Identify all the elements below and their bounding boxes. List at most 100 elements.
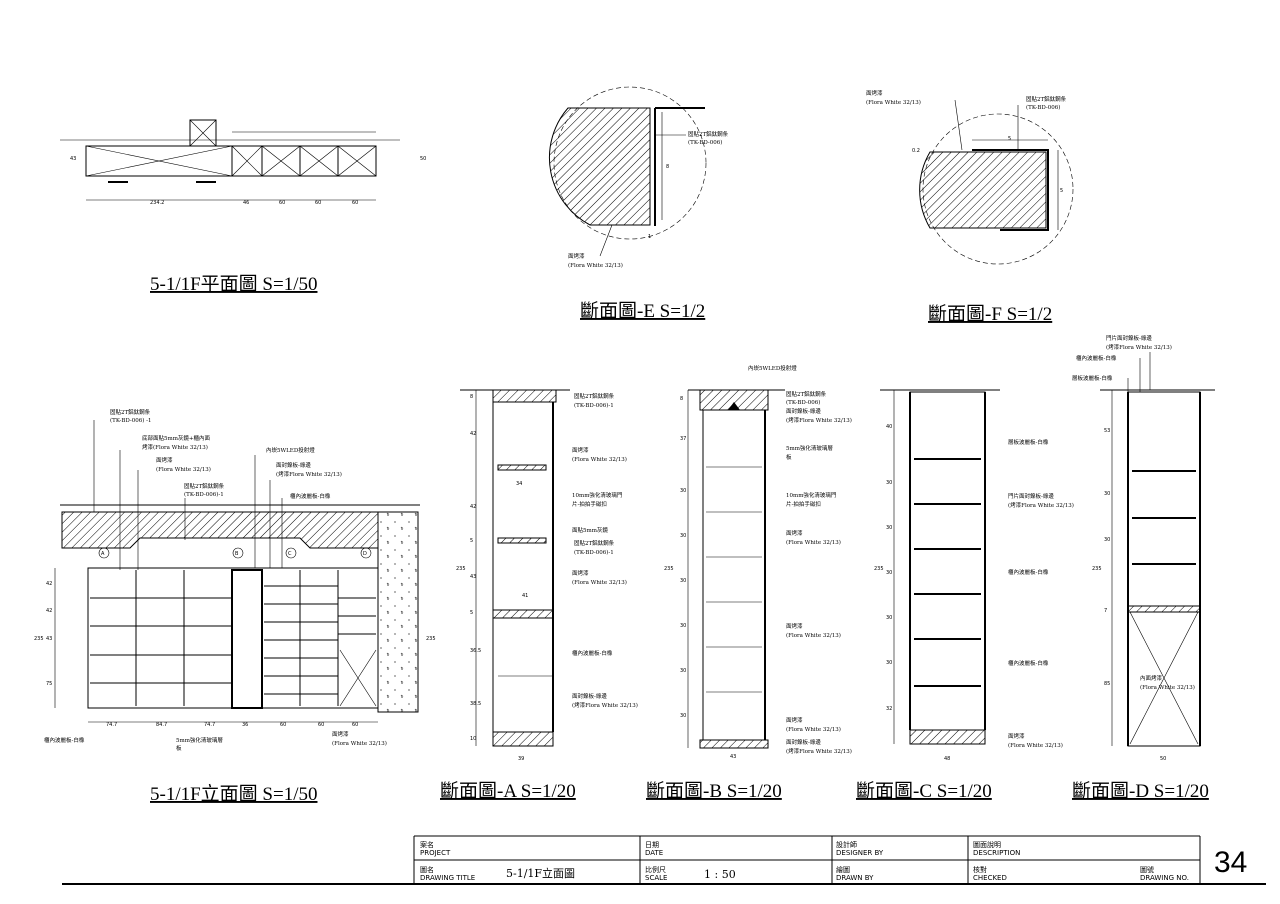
sa-dim-4: 5 — [470, 538, 473, 544]
tb-date-en: DATE — [645, 849, 663, 857]
sd-note-4: 層板波麗板-白橡 — [1072, 374, 1113, 382]
sd-dim-3: 30 — [1104, 537, 1110, 543]
sb-note-1: 內崁5WLED投射燈 — [748, 364, 797, 372]
sb-note-4: 面封鎳板-綠邊 — [786, 407, 821, 415]
sc-dim-1: 40 — [886, 424, 892, 430]
title-block: 案名 PROJECT 圖名 DRAWING TITLE 5-1/1F立面圖 日期… — [62, 835, 1266, 885]
sc-note-6: 面烤漆 — [1008, 732, 1025, 740]
elev-side-3: 43 — [46, 636, 52, 642]
sb-dim-3: 30 — [680, 488, 686, 494]
tb-title-cn: 圖名 — [420, 865, 434, 874]
sa-note-14: (烤漆Flora White 32/13) — [572, 701, 638, 709]
sb-dim-8: 30 — [680, 713, 686, 719]
section-f-dim-2: 5 — [1060, 188, 1063, 194]
sb-dim-4: 30 — [680, 533, 686, 539]
section-e-note-3: 面烤漆 — [568, 252, 585, 260]
sb-note-10: 面烤漆 — [786, 529, 803, 537]
section-e-view: 8 1 固貼2T鋁鈦鋼条 (TK-BD-006) 面烤漆 (Flora Whit… — [549, 86, 729, 322]
sc-dim-3: 30 — [886, 525, 892, 531]
elev-dim-1: 74.7 — [106, 722, 117, 728]
elev-note-17: (Flora White 32/13) — [332, 740, 387, 747]
tb-checked-en: CHECKED — [973, 874, 1007, 882]
sb-note-13: (Flora White 32/13) — [786, 632, 841, 639]
sa-note-8: 固貼2T鋁鈦鋼条 — [574, 539, 615, 547]
sa-note-10: 面烤漆 — [572, 569, 589, 577]
tb-drawn-en: DRAWN BY — [836, 874, 874, 882]
section-f-dim-1: 5 — [1008, 136, 1011, 142]
elevation-grid — [90, 570, 377, 707]
elev-note-14: 5mm強化清玻璃層 — [176, 736, 223, 744]
sa-dim-11: 34 — [516, 481, 522, 487]
sa-dim-2: 42 — [470, 431, 476, 437]
sb-note-11: (Flora White 32/13) — [786, 539, 841, 546]
elev-note-2: (TK-BD-006) -1 — [110, 417, 152, 424]
sa-note-9: (TK-BD-006)-1 — [574, 549, 614, 556]
sd-dim-7: 50 — [1160, 756, 1166, 762]
sa-dim-8: 38.5 — [470, 701, 481, 707]
section-e-note-4: (Flora White 32/13) — [568, 262, 623, 269]
plan-dim-5: 60 — [352, 200, 358, 206]
tb-description-en: DESCRIPTION — [973, 849, 1020, 857]
sb-note-5: (烤漆Flora White 32/13) — [786, 416, 852, 424]
tb-checked-cn: 核對 — [973, 865, 987, 874]
sd-dim-5: 85 — [1104, 681, 1110, 687]
sb-dim-6: 30 — [680, 623, 686, 629]
tb-date-cn: 日期 — [645, 841, 659, 849]
section-e-note-2: (TK-BD-006) — [688, 139, 722, 146]
section-e-note-1: 固貼2T鋁鈦鋼条 — [688, 130, 729, 138]
elev-note-10: 面封鎳板-綠邊 — [276, 461, 311, 469]
section-f-note-2: (Flora White 32/13) — [866, 99, 921, 106]
tb-drawn-cn: 繪圖 — [836, 865, 850, 874]
sa-dim-1: 8 — [470, 394, 473, 400]
sc-dim-4: 30 — [886, 570, 892, 576]
elev-note-11: (烤漆Flora White 32/13) — [276, 470, 342, 478]
section-d-title: 斷面圖-D S=1/20 — [1072, 780, 1209, 802]
section-c-view: 層板波麗板-白橡 門片面封鎳板-綠邊 (烤漆Flora White 32/13)… — [856, 389, 1074, 802]
section-b-view: 內崁5WLED投射燈 固貼2T鋁鈦鋼条 (TK-BD-006) 面封鎳板-綠邊 … — [646, 364, 852, 802]
sa-note-2: (TK-BD-006)-1 — [574, 402, 614, 409]
sa-dim-5: 43 — [470, 574, 476, 580]
section-e-title: 斷面圖-E S=1/2 — [580, 300, 705, 322]
elev-note-13: 櫃內波麗板-白橡 — [44, 736, 85, 744]
elev-note-4: 烤漆(Flora White 32/13) — [142, 443, 208, 451]
section-f-note-4: (TK-BD-006) — [1026, 104, 1060, 111]
elev-dim-6: 60 — [318, 722, 324, 728]
sa-dim-3: 42 — [470, 504, 476, 510]
sb-note-6: 5mm強化清玻璃層 — [786, 444, 833, 452]
elev-side-1: 42 — [46, 581, 52, 587]
sd-note-5: 內面烤漆 — [1140, 674, 1163, 682]
plan-side-dim-1: 43 — [70, 156, 76, 162]
sc-note-5: 櫃內波麗板-白橡 — [1008, 659, 1049, 667]
plan-side-dim-2: 50 — [420, 156, 426, 162]
tb-designer-cn: 設計師 — [836, 840, 857, 849]
marker-d: D — [363, 551, 367, 557]
section-e-dim-1: 8 — [666, 164, 669, 170]
elevation-view: A B C D 固貼2T鋁鈦鋼条 (TK-BD-006) -1 底部面貼5mm灰… — [34, 408, 436, 805]
sc-dim-6: 30 — [886, 660, 892, 666]
sb-dim-5: 30 — [680, 578, 686, 584]
section-a-title: 斷面圖-A S=1/20 — [440, 780, 576, 802]
section-c-title: 斷面圖-C S=1/20 — [856, 780, 992, 802]
sb-note-8: 10mm強化清玻璃門 — [786, 491, 837, 499]
section-f-view: 5 5 0.2 面烤漆 (Flora White 32/13) 固貼2T鋁鈦鋼条… — [866, 89, 1074, 325]
elev-dim-7: 60 — [352, 722, 358, 728]
sb-note-12: 面烤漆 — [786, 622, 803, 630]
tb-scale-value: 1 : 50 — [704, 868, 736, 881]
sc-note-3: (烤漆Flora White 32/13) — [1008, 501, 1074, 509]
sa-note-4: (Flora White 32/13) — [572, 456, 627, 463]
plan-dim-1: 234.2 — [150, 200, 164, 206]
sb-dim-9: 235 — [664, 566, 674, 572]
sa-dim-9: 10 — [470, 736, 476, 742]
sa-dim-6: 5 — [470, 610, 473, 616]
sb-dim-2: 37 — [680, 436, 686, 442]
sb-note-3: (TK-BD-006) — [786, 399, 820, 406]
elev-note-12: 櫃內波麗板-白橡 — [290, 492, 331, 500]
tb-drawing-no-value: 34 — [1214, 846, 1247, 879]
sc-note-2: 門片面封鎳板-綠邊 — [1008, 492, 1054, 500]
elev-note-1: 固貼2T鋁鈦鋼条 — [110, 408, 151, 416]
sc-dim-8: 235 — [874, 566, 884, 572]
marker-c: C — [288, 551, 292, 557]
sb-note-15: (Flora White 32/13) — [786, 726, 841, 733]
sa-note-1: 固貼2T鋁鈦鋼条 — [574, 392, 615, 400]
sb-note-7: 板 — [786, 453, 792, 461]
